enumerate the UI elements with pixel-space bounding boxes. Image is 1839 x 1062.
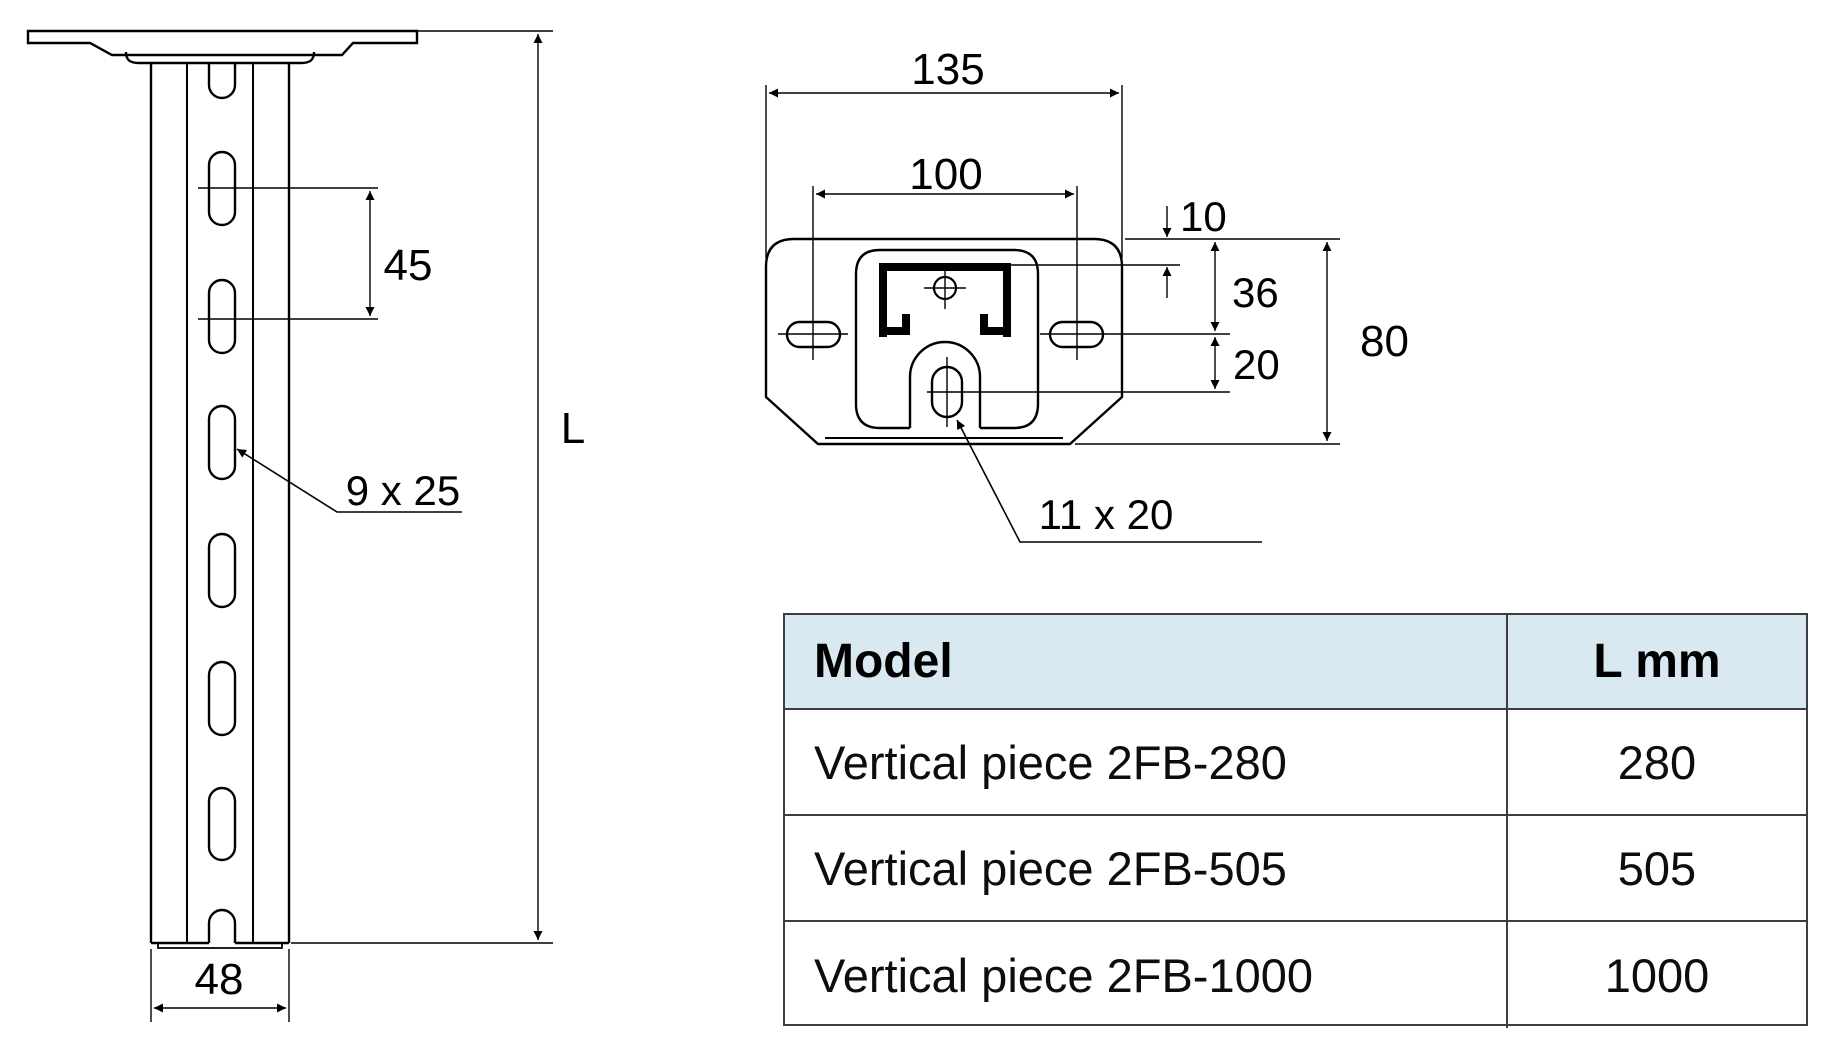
model-cell: Vertical piece 2FB-280 [785,710,1508,814]
top-view-dims [769,88,1332,543]
dim-135-label: 135 [911,45,984,94]
model-cell: Vertical piece 2FB-505 [785,816,1508,920]
slot-9x25-label: 9 x 25 [346,467,460,514]
table-header-row: Model L mm [785,615,1806,710]
dim-48-label: 48 [195,955,244,1004]
plate-recess [854,248,1040,430]
dim-10-label: 10 [1180,193,1227,240]
dim-45-label: 45 [384,241,433,290]
slot [207,404,237,481]
dim-36-label: 36 [1232,269,1279,316]
slot-top-partial [207,63,237,100]
dim-45 [198,187,378,320]
channel-slots [207,63,237,943]
length-cell: 280 [1617,735,1697,789]
model-spec-table: Model L mm Vertical piece 2FB-280 280 Ve… [783,613,1808,1028]
slot-11x20-label: 11 x 20 [1039,491,1174,538]
length-cell: 1000 [1604,948,1710,1002]
drawing-labels: 45 L 9 x 25 48 135 100 10 36 20 80 11 x … [195,45,1409,1004]
base-plate-outline [764,237,1124,446]
flange-collar [124,51,316,65]
table-row: Vertical piece 2FB-280 280 [785,710,1806,816]
slot [207,278,237,355]
dim-L [291,30,553,944]
bottom-notch [207,908,237,943]
leader-11x20 [956,419,1262,543]
column-header-length: L mm [1593,635,1721,688]
length-cell: 505 [1617,841,1697,895]
dim-L-label: L [561,404,585,453]
slot [207,786,237,862]
u-cutout [908,340,982,428]
leader-9x25 [236,448,462,513]
channel-body [149,63,291,949]
dim-20-label: 20 [1233,341,1280,388]
dim-48 [150,949,290,1022]
side-view-drawing [26,29,553,1022]
slot [207,660,237,737]
model-cell: Vertical piece 2FB-1000 [785,922,1508,1028]
center-lines [765,85,1340,445]
table-row: Vertical piece 2FB-505 505 [785,816,1806,922]
table-row: Vertical piece 2FB-1000 1000 [785,922,1806,1028]
top-view-drawing [764,85,1340,543]
flange-plate-outline [26,29,419,57]
column-header-model: Model [785,615,1508,708]
center-crosshair [924,267,966,309]
slot [207,532,237,609]
dim-100-label: 100 [909,150,982,199]
dim-80-label: 80 [1360,317,1409,366]
